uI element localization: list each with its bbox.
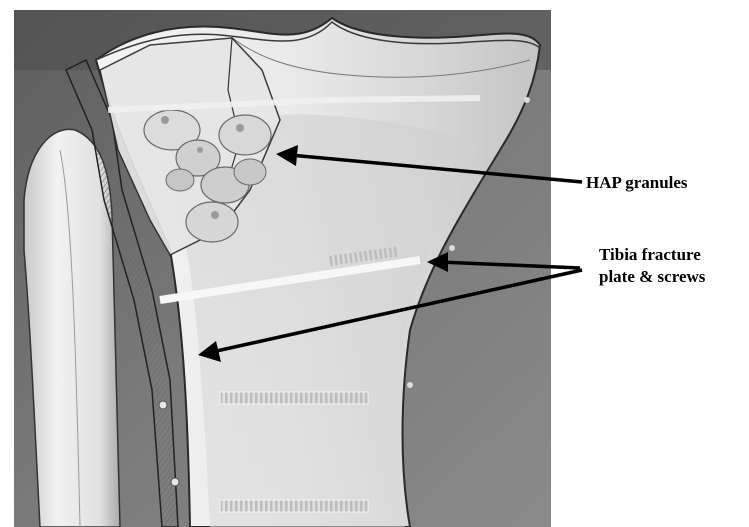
tibia-plate-label-line2: plate & screws xyxy=(599,266,705,288)
tibia-plate-label: Tibia fracture plate & screws xyxy=(599,244,705,288)
tibia-plate-label-line1: Tibia fracture xyxy=(599,244,705,266)
hap-granules-label: HAP granules xyxy=(586,172,688,194)
